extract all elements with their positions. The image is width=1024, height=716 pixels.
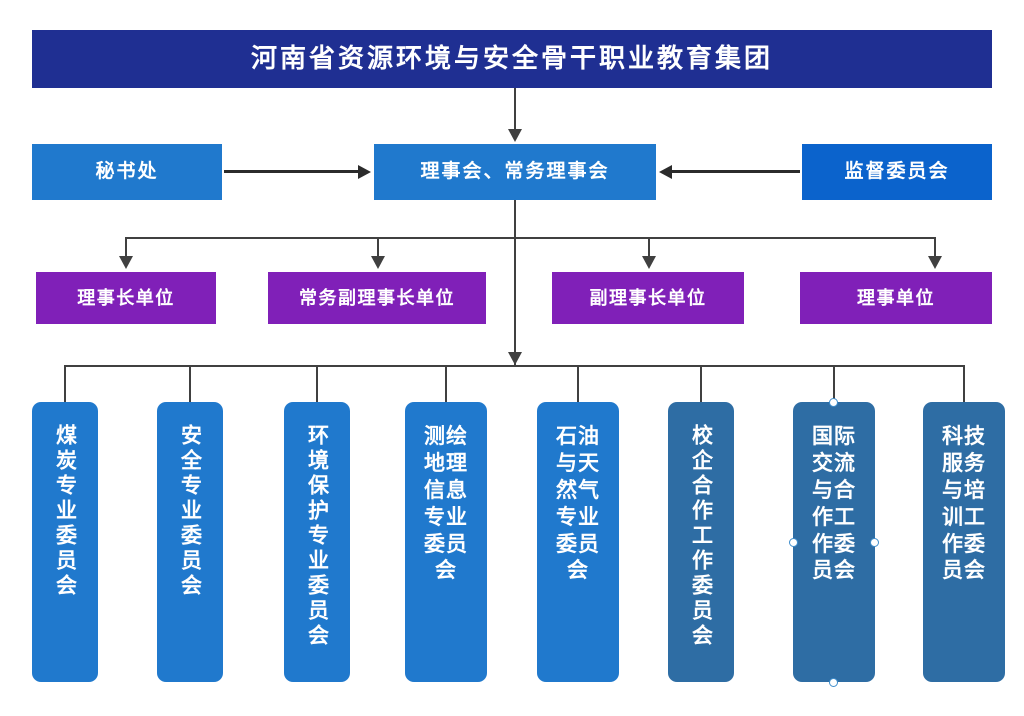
connector-level4-bus bbox=[64, 365, 964, 367]
connector-level3-bus bbox=[125, 237, 935, 239]
node-oil-gas-committee[interactable]: 石油与天然气专业委员会 bbox=[537, 402, 619, 682]
node-safety-committee[interactable]: 安全专业委员会 bbox=[157, 402, 223, 682]
node-coal-committee-label: 煤炭专业委员会 bbox=[53, 424, 77, 599]
node-surveying-gis-committee[interactable]: 测绘地理信息专业委员会 bbox=[405, 402, 487, 682]
node-director-unit[interactable]: 理事单位 bbox=[800, 272, 992, 324]
selection-handle-top[interactable] bbox=[829, 398, 838, 407]
arrowhead-level3-3 bbox=[928, 256, 942, 269]
connector-level3-drop-0 bbox=[125, 237, 127, 257]
node-safety-committee-label: 安全专业委员会 bbox=[178, 424, 202, 599]
connector-level4-drop-7 bbox=[963, 365, 965, 403]
node-vice-chairman-unit[interactable]: 副理事长单位 bbox=[552, 272, 744, 324]
connector-council-trunk bbox=[514, 200, 516, 366]
node-executive-vice-chairman-unit[interactable]: 常务副理事长单位 bbox=[268, 272, 486, 324]
node-coal-committee[interactable]: 煤炭专业委员会 bbox=[32, 402, 98, 682]
node-tech-service-training-committee[interactable]: 科技服务与培训工作委员会 bbox=[923, 402, 1005, 682]
node-school-enterprise-cooperation-committee[interactable]: 校企合作工作委员会 bbox=[668, 402, 734, 682]
connector-level4-drop-0 bbox=[64, 365, 66, 403]
connector-level4-drop-5 bbox=[700, 365, 702, 403]
arrowhead-level3-1 bbox=[371, 256, 385, 269]
node-tech-service-training-committee-label: 科技服务与培训工作委员会 bbox=[941, 425, 986, 583]
arrowhead-supervisor-to-council bbox=[659, 165, 672, 179]
node-council[interactable]: 理事会、常务理事会 bbox=[374, 144, 656, 200]
connector-level4-drop-1 bbox=[189, 365, 191, 403]
connector-title-to-council bbox=[514, 88, 516, 131]
connector-level3-drop-3 bbox=[934, 237, 936, 257]
connector-supervisor-to-council bbox=[672, 170, 800, 173]
node-chairman-unit-label: 理事长单位 bbox=[77, 287, 175, 308]
connector-level3-drop-1 bbox=[377, 237, 379, 257]
connector-level4-drop-2 bbox=[316, 365, 318, 403]
node-international-exchange-committee-label: 国际交流与合作工作委员会 bbox=[811, 425, 856, 583]
node-environmental-protection-committee-label: 环境保护专业委员会 bbox=[305, 424, 329, 649]
selection-handle-left[interactable] bbox=[789, 538, 798, 547]
node-executive-vice-chairman-unit-label: 常务副理事长单位 bbox=[299, 287, 455, 308]
node-surveying-gis-committee-label: 测绘地理信息专业委员会 bbox=[423, 425, 468, 583]
node-vice-chairman-unit-label: 副理事长单位 bbox=[589, 287, 707, 308]
connector-level3-drop-2 bbox=[648, 237, 650, 257]
node-secretariat-label: 秘书处 bbox=[95, 161, 159, 183]
org-title-banner[interactable]: 河南省资源环境与安全骨干职业教育集团 bbox=[32, 30, 992, 88]
node-chairman-unit[interactable]: 理事长单位 bbox=[36, 272, 216, 324]
arrowhead-trunk-to-level4-bus bbox=[508, 352, 522, 365]
node-supervisory-committee-label: 监督委员会 bbox=[844, 161, 950, 183]
connector-secretariat-to-council bbox=[224, 170, 360, 173]
connector-level4-drop-4 bbox=[577, 365, 579, 403]
node-school-enterprise-cooperation-committee-label: 校企合作工作委员会 bbox=[689, 424, 713, 649]
org-title-text: 河南省资源环境与安全骨干职业教育集团 bbox=[250, 43, 773, 74]
node-oil-gas-committee-label: 石油与天然气专业委员会 bbox=[555, 425, 600, 583]
node-council-label: 理事会、常务理事会 bbox=[420, 161, 610, 183]
connector-level4-drop-3 bbox=[445, 365, 447, 403]
arrowhead-title-to-council bbox=[508, 129, 522, 142]
selection-handle-bottom[interactable] bbox=[829, 678, 838, 687]
arrowhead-level3-0 bbox=[119, 256, 133, 269]
node-international-exchange-committee[interactable]: 国际交流与合作工作委员会 bbox=[793, 402, 875, 682]
node-secretariat[interactable]: 秘书处 bbox=[32, 144, 222, 200]
connector-level4-drop-6 bbox=[833, 365, 835, 403]
node-supervisory-committee[interactable]: 监督委员会 bbox=[802, 144, 992, 200]
node-environmental-protection-committee[interactable]: 环境保护专业委员会 bbox=[284, 402, 350, 682]
arrowhead-secretariat-to-council bbox=[358, 165, 371, 179]
node-director-unit-label: 理事单位 bbox=[857, 287, 935, 308]
selection-handle-right[interactable] bbox=[870, 538, 879, 547]
arrowhead-level3-2 bbox=[642, 256, 656, 269]
